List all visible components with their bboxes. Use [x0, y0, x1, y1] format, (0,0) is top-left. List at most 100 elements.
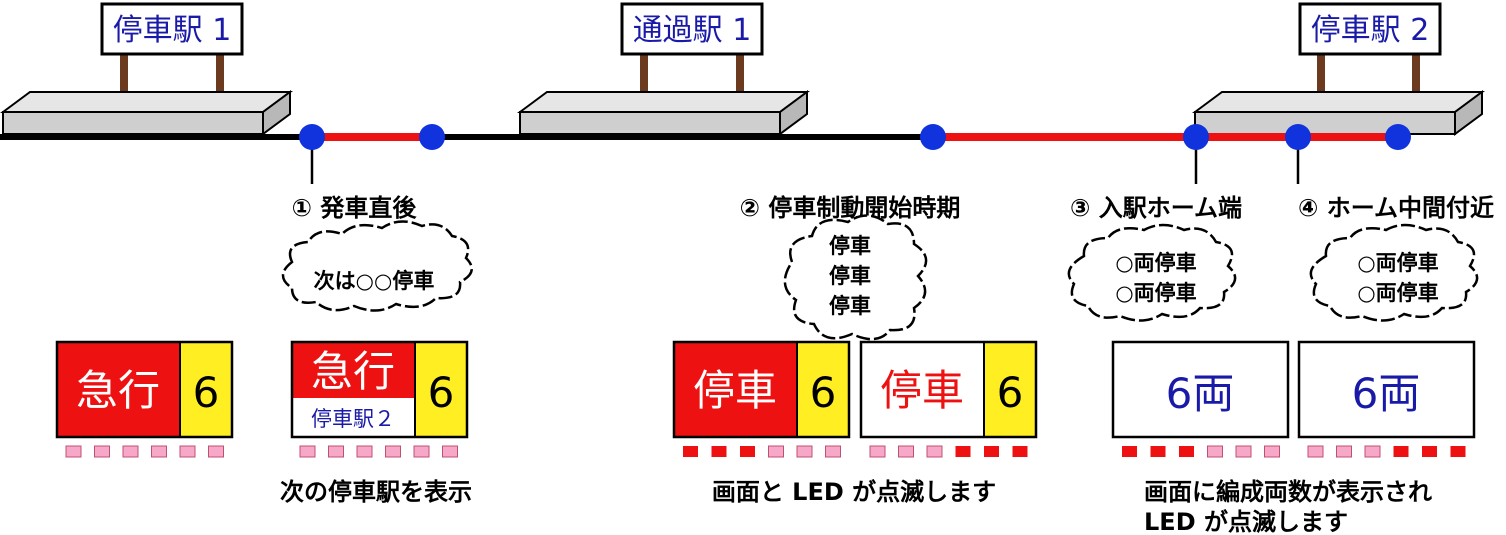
led-lit — [740, 446, 755, 457]
led-unlit — [65, 445, 82, 458]
display-frame — [1111, 340, 1290, 439]
display-main-text: 6両 — [1352, 369, 1421, 418]
point-caption-1: ① 発車直後 — [292, 194, 418, 222]
display-panel-2: 急行 停車駅２ 6 — [290, 340, 469, 458]
led-row — [1122, 445, 1280, 458]
display-main-area — [57, 342, 180, 437]
point-caption-4: ④ ホーム中間付近 — [1298, 194, 1494, 222]
display-panel-5: 6両 — [1111, 340, 1290, 458]
display-number: 6 — [193, 368, 220, 417]
led-unlit — [1235, 445, 1252, 458]
station-sign — [620, 2, 764, 56]
display-frame — [55, 340, 234, 439]
led-unlit — [442, 445, 458, 458]
led-unlit — [1336, 445, 1352, 458]
led-lit — [1450, 446, 1466, 457]
sign-post — [1412, 52, 1420, 92]
display-number-area — [180, 342, 232, 437]
display-number-area — [797, 342, 849, 437]
station-name: 停車駅 2 — [1311, 13, 1430, 48]
led-unlit — [385, 445, 401, 458]
led-lit — [683, 446, 698, 457]
position-marker — [1183, 124, 1209, 150]
led-row — [683, 445, 841, 458]
sign-post — [216, 52, 224, 92]
sign-post — [120, 52, 128, 92]
display-frame — [672, 340, 851, 439]
led-unlit — [869, 445, 886, 458]
display-main-text: 6両 — [1166, 369, 1235, 418]
display-frame — [290, 340, 469, 439]
led-unlit — [356, 445, 373, 458]
led-unlit — [1307, 445, 1324, 458]
cloud-line: ○両停車 — [1115, 281, 1196, 305]
led-unlit — [1264, 445, 1280, 458]
station-1: 停車駅 1 — [0, 2, 294, 136]
station-name: 停車駅 1 — [113, 13, 232, 48]
led-lit — [1422, 446, 1437, 457]
display-main-area — [292, 342, 415, 398]
cloud-line: ○両停車 — [1357, 281, 1438, 305]
led-lit — [1122, 446, 1137, 457]
led-unlit — [299, 445, 316, 458]
platform-front — [1194, 111, 1456, 135]
platform-side — [262, 90, 291, 136]
station-sign — [100, 2, 244, 56]
cloud-line: 次は○○停車 — [314, 269, 435, 293]
led-unlit — [328, 445, 344, 458]
led-unlit — [413, 445, 430, 458]
note-1: 次の停車駅を表示 — [280, 478, 472, 506]
announcement-cloud-2: 停車 停車 停車 — [783, 214, 928, 341]
point-caption-3: ③ 入駅ホーム端 — [1070, 194, 1242, 222]
led-lit — [1012, 446, 1028, 457]
led-lit — [1393, 446, 1409, 457]
position-marker — [920, 124, 946, 150]
platform-front — [519, 111, 781, 135]
note-3-line-1: 画面に編成両数が表示され — [1144, 478, 1432, 506]
display-frame — [1297, 340, 1476, 439]
cloud-line: ○両停車 — [1115, 251, 1196, 275]
led-unlit — [796, 445, 813, 458]
station-name: 通過駅 1 — [633, 13, 752, 48]
led-unlit — [179, 445, 196, 458]
platform-side — [779, 90, 808, 136]
led-lit — [1150, 446, 1166, 457]
led-lit — [1179, 446, 1194, 457]
platform-front — [2, 111, 264, 135]
display-panel-1: 急行 6 — [55, 340, 234, 458]
display-panel-4: 停車 6 — [859, 340, 1038, 458]
sign-post — [736, 52, 744, 92]
station-sign — [1298, 2, 1442, 56]
position-marker — [1385, 124, 1411, 150]
station-2: 通過駅 1 — [516, 2, 811, 136]
display-main-text: 停車 — [880, 366, 964, 415]
cloud-line: 停車 — [829, 234, 871, 258]
led-unlit — [768, 445, 784, 458]
led-unlit — [1364, 445, 1381, 458]
display-panel-6: 6両 — [1297, 340, 1476, 458]
display-sub-text: 停車駅２ — [311, 407, 395, 431]
led-unlit — [898, 445, 914, 458]
display-number-area — [415, 342, 467, 437]
note-3-line-2: LED が点滅します — [1144, 508, 1348, 535]
display-number: 6 — [810, 368, 837, 417]
cloud-line: 停車 — [829, 264, 871, 288]
display-number: 6 — [428, 368, 455, 417]
display-number-area — [984, 342, 1036, 437]
point-caption-2: ② 停車制動開始時期 — [740, 194, 961, 222]
led-row — [869, 445, 1028, 458]
cloud-line: ○両停車 — [1357, 251, 1438, 275]
platform-side — [1454, 90, 1483, 136]
note-2: 画面と LED が点滅します — [712, 478, 996, 506]
led-row — [65, 445, 224, 458]
display-main-text: 急行 — [76, 366, 160, 415]
display-main-text: 停車 — [693, 366, 777, 415]
led-lit — [955, 446, 971, 457]
led-row — [1307, 445, 1466, 458]
led-unlit — [122, 445, 139, 458]
display-frame — [859, 340, 1038, 439]
sign-post — [640, 52, 648, 92]
led-unlit — [1207, 445, 1223, 458]
display-panel-3: 停車 6 — [672, 340, 851, 458]
